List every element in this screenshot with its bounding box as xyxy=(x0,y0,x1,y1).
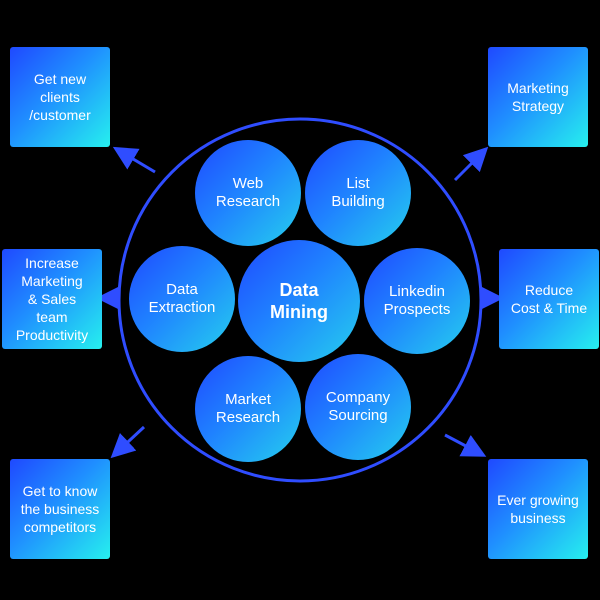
arrow-clients xyxy=(112,146,156,174)
arrow-growing xyxy=(444,433,487,457)
arrow-marketing xyxy=(453,146,489,182)
box-label: Ever growing business xyxy=(497,492,579,526)
box-new-clients: Get new clients /customer xyxy=(10,47,110,147)
circle-data-extraction: Data Extraction xyxy=(129,246,235,352)
box-ever-growing: Ever growing business xyxy=(488,459,588,559)
box-team-productivity: Increase Marketing & Sales team Producti… xyxy=(2,249,102,349)
circle-label: Web Research xyxy=(215,175,281,210)
circle-web-research: Web Research xyxy=(195,140,301,246)
box-label: Increase Marketing & Sales team Producti… xyxy=(15,255,89,343)
circle-linkedin-prospects: Linkedin Prospects xyxy=(364,248,470,354)
center-label: Data Mining xyxy=(270,280,328,322)
circle-label: Market Research xyxy=(215,391,281,426)
circle-label: List Building xyxy=(331,175,385,210)
box-label: Get to know the business competitors xyxy=(20,483,100,535)
box-reduce-cost: Reduce Cost & Time xyxy=(499,249,599,349)
circle-list-building: List Building xyxy=(305,140,411,246)
box-marketing-strategy: Marketing Strategy xyxy=(488,47,588,147)
circle-company-sourcing: Company Sourcing xyxy=(305,354,411,460)
circle-label: Linkedin Prospects xyxy=(383,283,451,318)
arrow-competitors xyxy=(110,425,146,459)
box-label: Get new clients /customer xyxy=(29,71,91,123)
circle-market-research: Market Research xyxy=(195,356,301,462)
box-label: Reduce Cost & Time xyxy=(510,282,588,316)
box-competitors: Get to know the business competitors xyxy=(10,459,110,559)
box-label: Marketing Strategy xyxy=(507,80,569,114)
circle-data-mining: Data Mining xyxy=(238,240,360,362)
circle-label: Company Sourcing xyxy=(325,389,391,424)
circle-label: Data Extraction xyxy=(148,281,216,316)
